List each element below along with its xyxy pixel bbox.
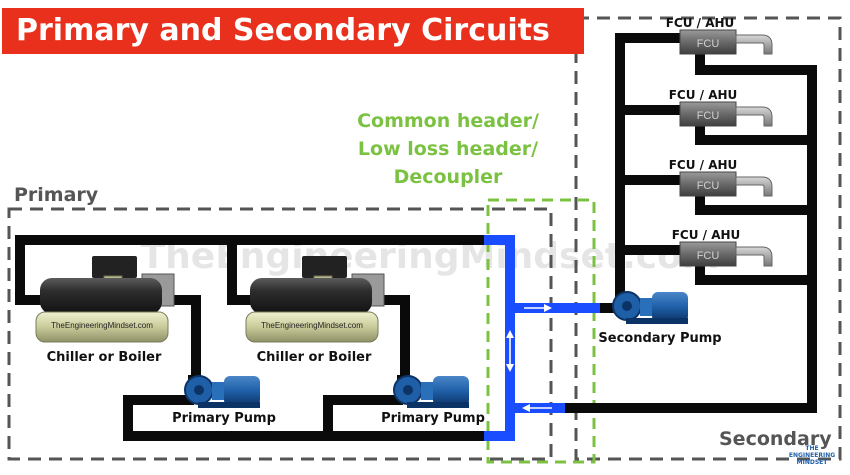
chiller-1: TheEngineeringMindset.com	[35, 256, 175, 343]
secondary-pump-label: Secondary Pump	[598, 331, 721, 346]
fcu-2-label: FCU / AHU	[669, 88, 738, 102]
common-header-label-line-3: Decoupler	[394, 166, 503, 188]
page-title: Primary and Secondary Circuits	[2, 8, 584, 54]
primary-pump-1-label: Primary Pump	[172, 411, 276, 426]
fcu-2-tag: FCU	[697, 110, 720, 122]
fcu-3-label: FCU / AHU	[669, 158, 738, 172]
diagram-labels: Primary Secondary Common header/ Low los…	[14, 16, 832, 450]
fcu-unit-3: FCU	[679, 171, 773, 197]
common-header-label-line-2: Low loss header/	[358, 138, 538, 160]
chiller-1-label: Chiller or Boiler	[47, 350, 162, 365]
primary-zone-border	[7, 207, 553, 461]
primary-pipework	[15, 235, 490, 441]
secondary-zone-border	[574, 16, 842, 461]
fcu-unit-4: FCU	[679, 241, 773, 267]
common-header-zone	[486, 198, 596, 464]
secondary-pipework	[560, 33, 817, 413]
logo-line-1: THE	[805, 445, 818, 452]
chiller-2-plate: TheEngineeringMindset.com	[261, 321, 363, 330]
primary-zone-label: Primary	[14, 184, 99, 206]
fcu-unit-2: FCU	[679, 101, 773, 127]
primary-pump-1	[184, 375, 260, 408]
primary-pump-2	[393, 375, 469, 408]
flow-arrows	[506, 304, 552, 412]
logo-line-3: MINDSET	[797, 459, 829, 466]
secondary-pump	[612, 291, 688, 324]
fcu-unit-1: FCU	[679, 29, 773, 55]
brand-logo: THE ENGINEERING MINDSET	[789, 445, 835, 466]
chiller-2-label: Chiller or Boiler	[257, 350, 372, 365]
chiller-2: TheEngineeringMindset.com	[245, 256, 385, 343]
primary-pump-2-label: Primary Pump	[381, 411, 485, 426]
fcu-4-label: FCU / AHU	[672, 228, 741, 242]
logo-line-2: ENGINEERING	[789, 452, 835, 459]
chiller-1-plate: TheEngineeringMindset.com	[51, 321, 153, 330]
fcu-4-tag: FCU	[697, 250, 720, 262]
common-header-label-line-1: Common header/	[357, 110, 539, 132]
fcu-3-tag: FCU	[697, 180, 720, 192]
fcu-1-label: FCU / AHU	[666, 16, 735, 30]
fcu-1-tag: FCU	[697, 38, 720, 50]
secondary-zone-label: Secondary	[719, 428, 832, 450]
